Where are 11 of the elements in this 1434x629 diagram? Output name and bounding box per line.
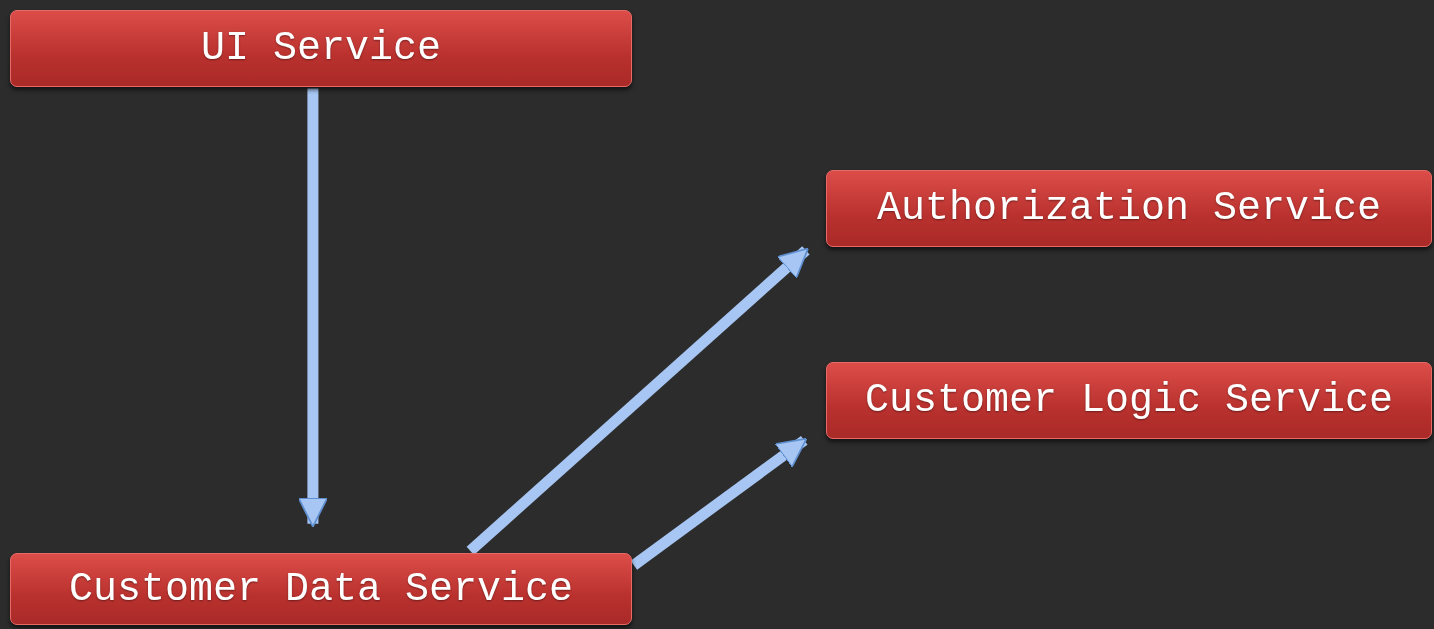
service-name: UI Service (200, 26, 441, 71)
arrow (630, 435, 808, 570)
service-name: Customer Data Service (68, 566, 574, 612)
service-box (10, 553, 632, 625)
service-box (826, 362, 1432, 439)
arrow (297, 88, 329, 528)
service-box (826, 170, 1432, 247)
service-name: Authorization Service (876, 186, 1382, 231)
service-box (10, 10, 632, 87)
service-name: Customer Logic Service (864, 378, 1394, 423)
arrow (466, 246, 810, 555)
